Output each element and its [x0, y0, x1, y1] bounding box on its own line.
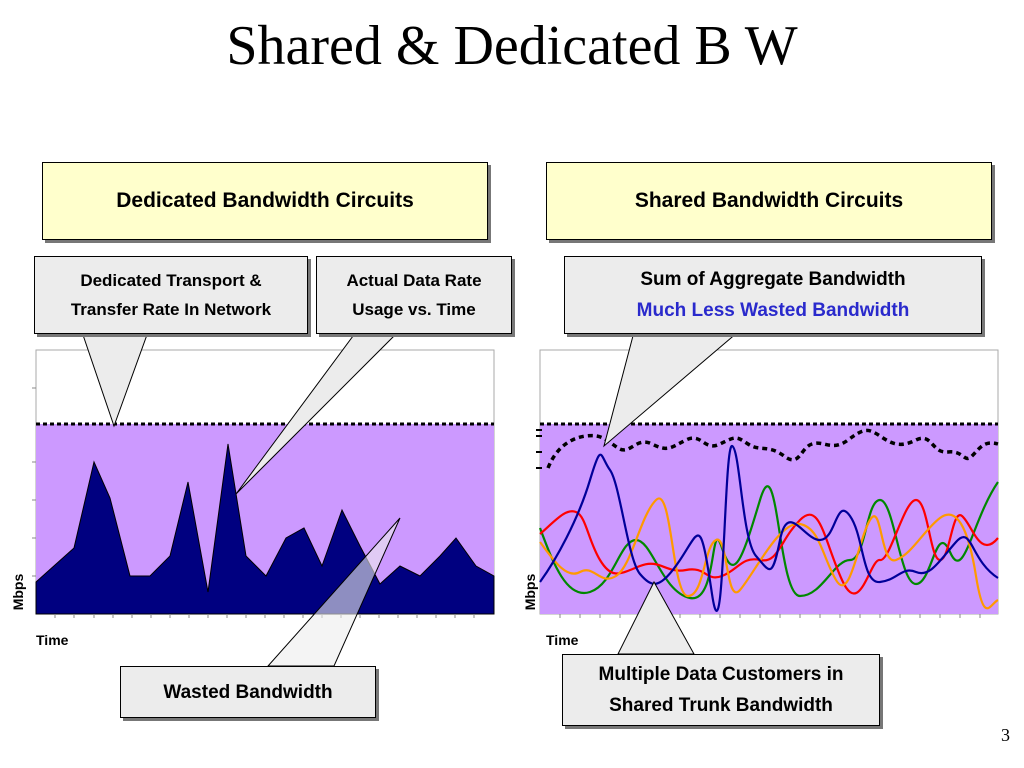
actual-rate-callout-line1: Actual Data Rate: [346, 271, 482, 290]
left-y-ticks: [32, 387, 36, 577]
transport-callout-line2: Transfer Rate In Network: [70, 300, 272, 319]
series-red-line: [539, 498, 999, 595]
slide-title: Shared & Dedicated B W: [226, 15, 798, 77]
right-x-ticks: [559, 614, 981, 618]
left-x-axis-label: Time: [36, 632, 69, 648]
aggregate-callout-line1: Sum of Aggregate Bandwidth: [640, 269, 906, 290]
wasted-bandwidth-callout: Wasted Bandwidth: [120, 666, 376, 718]
page-number: 3: [1001, 725, 1010, 745]
right-y-axis-label: Mbps: [522, 573, 538, 611]
actual-rate-callout-line2: Usage vs. Time: [352, 300, 476, 319]
multiple-customers-line1: Multiple Data Customers in: [598, 664, 844, 685]
left-x-ticks: [54, 614, 475, 618]
dedicated-header: Dedicated Bandwidth Circuits: [42, 162, 488, 240]
aggregate-callout: Sum of Aggregate Bandwidth Much Less Was…: [564, 256, 982, 334]
shared-header-label: Shared Bandwidth Circuits: [634, 189, 904, 212]
multiple-customers-callout: Multiple Data Customers in Shared Trunk …: [562, 654, 880, 726]
right-x-axis-label: Time: [546, 632, 579, 648]
transport-callout: Dedicated Transport & Transfer Rate In N…: [34, 256, 308, 334]
series-orange-line: [539, 497, 999, 610]
left-y-axis-label: Mbps: [10, 573, 26, 611]
actual-rate-callout: Actual Data Rate Usage vs. Time: [316, 256, 512, 334]
shared-header: Shared Bandwidth Circuits: [546, 162, 992, 240]
aggregate-callout-line2: Much Less Wasted Bandwidth: [636, 300, 910, 321]
multiple-customers-line2: Shared Trunk Bandwidth: [609, 695, 833, 716]
wasted-bandwidth-label: Wasted Bandwidth: [163, 681, 333, 703]
dedicated-header-label: Dedicated Bandwidth Circuits: [116, 189, 414, 212]
transport-callout-line1: Dedicated Transport &: [80, 271, 262, 290]
left-usage-area: [35, 443, 495, 615]
series-blue-line: [539, 444, 999, 612]
right-y-ticks: [536, 429, 542, 469]
right-bandwidth-band: [540, 424, 998, 614]
